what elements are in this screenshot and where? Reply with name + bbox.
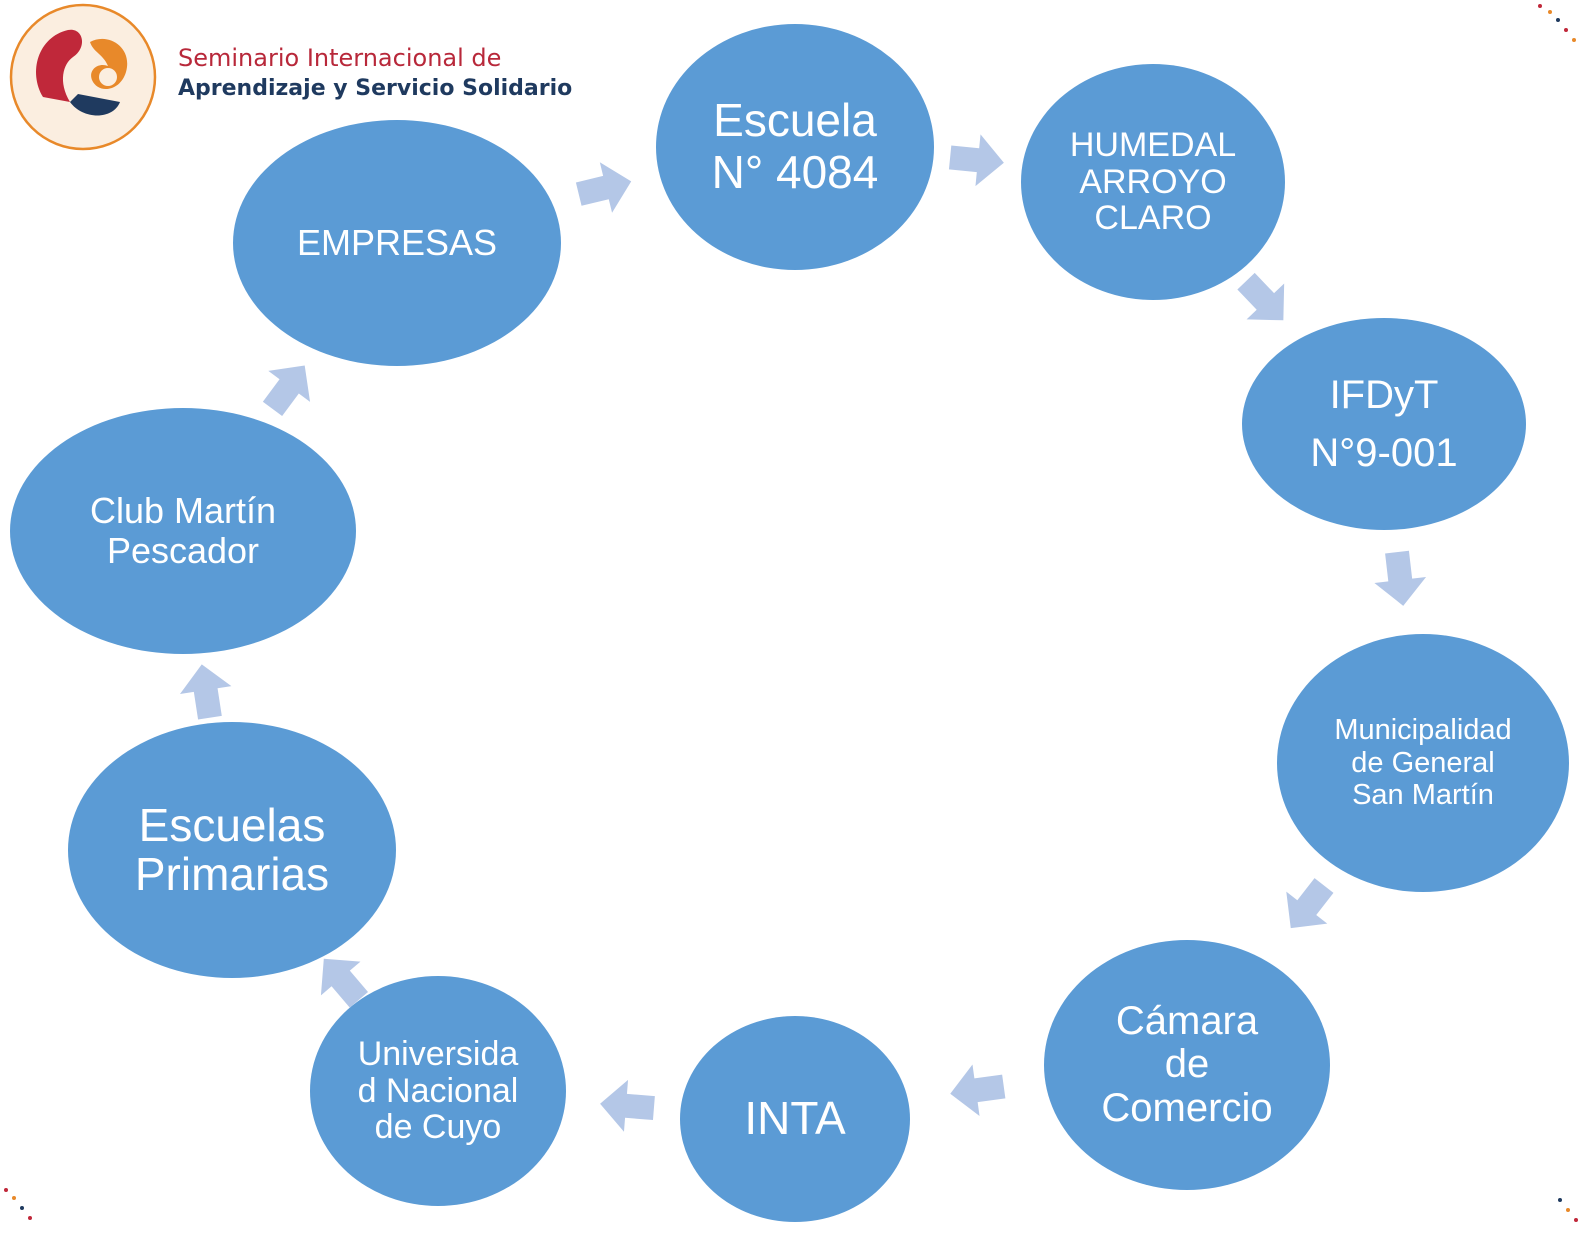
node-universidad-nacional-de-cuyo: Universida d Nacional de Cuyo <box>310 976 566 1206</box>
node-label-line: Comercio <box>1101 1085 1273 1130</box>
node-label-line: INTA <box>744 1092 846 1145</box>
arrow-shape-icon <box>600 1079 655 1132</box>
node-label-line: N°9-001 <box>1310 431 1458 475</box>
node-label-line: IFDyT <box>1329 373 1439 417</box>
node-camara-de-comercio: Cámara de Comercio <box>1044 940 1330 1190</box>
arrow-shape-icon <box>179 664 232 720</box>
node-label-line: Municipalidad <box>1334 713 1512 746</box>
arrow-municipalidad-to-camara <box>1276 874 1340 938</box>
arrow-ifdyt-to-municipalidad <box>1368 546 1432 610</box>
node-label-line: Primarias <box>134 848 330 900</box>
seminar-emblem-icon <box>9 3 157 151</box>
node-label-line: ARROYO <box>1079 162 1227 201</box>
arrow-shape-icon <box>948 134 1004 187</box>
node-label-line: Escuelas <box>138 798 326 851</box>
node-label-line: CLARO <box>1094 199 1212 238</box>
node-club-martin-pescador: Club Martín Pescador <box>10 408 356 654</box>
arrow-shape-icon <box>1237 272 1285 321</box>
node-label-line: N° 4084 <box>711 146 879 198</box>
node-humedal-arroyo-claro: HUMEDAL ARROYO CLARO <box>1021 64 1285 300</box>
arrow-shape-icon <box>1286 878 1334 929</box>
node-escuela-4084: Escuela N° 4084 <box>656 24 934 270</box>
decorative-dots-icon <box>1538 4 1576 42</box>
decorative-dots-icon <box>4 1188 32 1220</box>
arrow-inta-to-universidad <box>596 1074 660 1138</box>
arrow-shape-icon <box>575 162 632 213</box>
node-label-line: Pescador <box>106 530 260 571</box>
arrow-shape-icon <box>950 1064 1006 1117</box>
node-label-line: Escuela <box>713 94 877 147</box>
node-label-line: Club Martín <box>89 490 277 532</box>
decorative-dots-icon <box>1558 1198 1578 1222</box>
arrow-empresas-to-escuela <box>572 156 636 220</box>
node-label-line: EMPRESAS <box>296 221 498 263</box>
arrow-escuela-to-humedal <box>944 128 1008 192</box>
arrow-shape-icon <box>1374 550 1427 606</box>
arrow-club-to-empresas <box>256 356 320 420</box>
node-label-line: de <box>1164 1042 1210 1087</box>
node-ifdyt: IFDyT N°9-001 <box>1242 318 1526 530</box>
node-label-line: de Cuyo <box>374 1108 502 1147</box>
arrow-camara-to-inta <box>946 1058 1010 1122</box>
seminar-title-line1: Seminario Internacional de <box>178 44 502 72</box>
arrow-humedal-to-ifdyt <box>1232 268 1296 332</box>
seminar-logo: Seminario Internacional de Aprendizaje y… <box>0 0 620 165</box>
node-label-line: HUMEDAL <box>1069 125 1237 164</box>
node-label-line: de General <box>1351 746 1495 779</box>
seminar-title-line2: Aprendizaje y Servicio Solidario <box>178 76 573 101</box>
arrow-shape-icon <box>320 958 369 1008</box>
arrow-universidad-to-escuelas <box>310 948 374 1012</box>
node-empresas: EMPRESAS <box>233 120 561 366</box>
node-label-line: Universida <box>357 1034 519 1073</box>
node-escuelas-primarias: Escuelas Primarias <box>68 722 396 978</box>
node-label-line: d Nacional <box>357 1071 519 1110</box>
node-label-line: San Martín <box>1352 779 1494 812</box>
arrow-shape-icon <box>262 365 311 417</box>
arrow-escuelas-to-club <box>174 660 238 724</box>
node-municipalidad: Municipalidad de General San Martín <box>1277 634 1569 892</box>
node-label-line: Cámara <box>1115 999 1259 1044</box>
node-inta: INTA <box>680 1016 910 1222</box>
